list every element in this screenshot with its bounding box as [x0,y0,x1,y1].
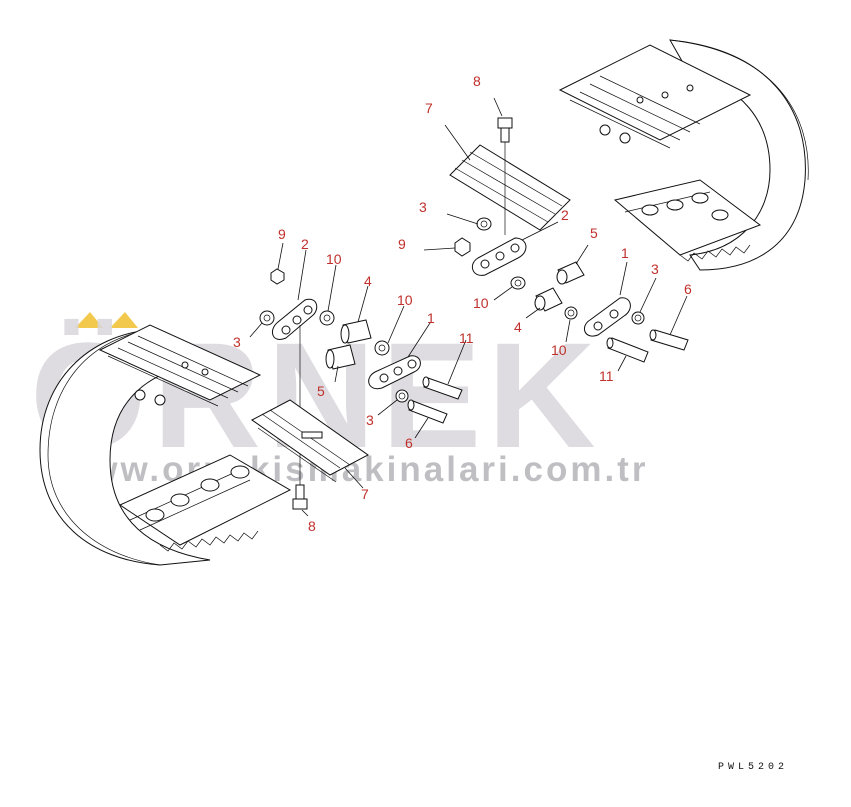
pin-4-right [534,287,563,312]
track-link-upper [471,237,527,276]
callout-8-upper: 8 [473,73,481,89]
callout-5-left: 5 [317,383,325,399]
callout-6-left: 6 [405,435,413,451]
callout-10-right: 10 [473,295,489,311]
callout-10-left: 10 [326,251,342,267]
drawing-code: PWL5202 [718,762,788,773]
bushing-10-left [319,310,335,326]
shoe-bolt-upper [497,117,513,235]
pin-5-left [325,344,356,370]
right-track-links-bottom [613,179,762,262]
callout-10-left-lower: 10 [397,292,413,308]
leader-lines [249,97,688,517]
left-middle-parts [251,268,463,510]
bushing-3-left-lower [395,389,409,403]
bushing-10-right-lower [564,306,578,320]
pin-6-left [407,399,448,424]
callouts: 8 7 3 9 2 5 1 3 10 4 10 6 11 9 2 10 4 10… [233,73,692,534]
callout-3-left-lower: 3 [366,412,374,428]
right-track-loop [669,39,806,271]
track-link-1-left [368,355,421,390]
watermark-accent-right [110,312,138,328]
callout-4-left: 4 [364,273,372,289]
pin-6-right [649,329,689,351]
callout-9-left: 9 [278,226,286,242]
bushing-upper [476,217,492,231]
track-link-1-right [583,297,631,337]
track-shoe-lower [251,399,369,483]
upper-shoe-group [449,117,571,276]
callout-1-right: 1 [621,245,629,261]
callout-3-right: 3 [651,261,659,277]
right-middle-parts [510,261,689,363]
callout-3-upper: 3 [419,199,427,215]
right-track-shoes-top [558,44,752,149]
callout-11-left: 11 [459,330,474,346]
shoe-bolt-lower [292,484,308,510]
callout-9-upper: 9 [398,236,406,252]
callout-4-right: 4 [514,319,522,335]
left-track-assembly [39,324,292,566]
pin-11-left [422,376,463,400]
callout-6-right: 6 [684,281,692,297]
right-track-assembly [558,39,809,271]
pin-11-right [606,337,649,363]
bushing-3-right [631,311,645,325]
callout-10-right-lower: 10 [551,342,567,358]
bushing-10-right [510,276,526,290]
callout-2-left: 2 [301,236,309,252]
left-track-shoes-top [98,324,262,407]
callout-7-upper: 7 [425,100,433,116]
bushing-10-left-lower [374,340,390,356]
nut-9-left [270,268,285,285]
callout-11-right: 11 [599,368,614,384]
callout-5-right: 5 [590,225,598,241]
track-link-2-left [271,298,318,340]
callout-7-lower: 7 [361,486,369,502]
watermark-accent-left [75,312,103,328]
callout-8-lower: 8 [308,518,316,534]
pin-5-right [556,261,585,285]
callout-3-left: 3 [233,334,241,350]
callout-2-upper: 2 [561,207,569,223]
callout-1-left: 1 [427,310,435,326]
left-track-links-bottom [118,454,292,552]
nut-upper [454,237,471,257]
bushing-3-left [259,310,275,326]
